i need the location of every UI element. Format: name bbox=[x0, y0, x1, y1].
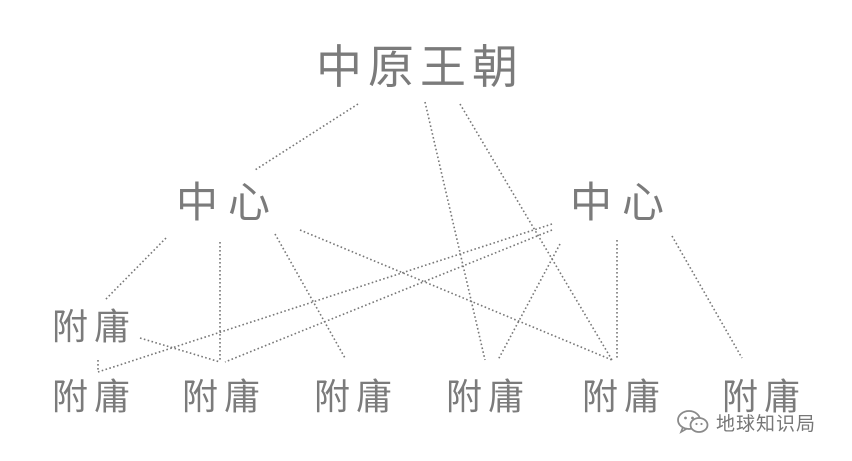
connection-line bbox=[104, 237, 167, 301]
node-top: 中原王朝 bbox=[316, 40, 524, 94]
node-vassal-2: 附庸 bbox=[182, 377, 267, 418]
node-vassal-side: 附庸 bbox=[52, 307, 137, 348]
node-vassal-1: 附庸 bbox=[52, 377, 137, 418]
node-vassal-6: 附庸 bbox=[722, 377, 807, 418]
wechat-icon bbox=[677, 410, 709, 434]
connection-line bbox=[224, 229, 553, 363]
connection-line bbox=[254, 103, 359, 171]
connection-line bbox=[299, 229, 613, 361]
connection-line bbox=[274, 233, 346, 359]
connection-line bbox=[97, 223, 553, 373]
connection-line bbox=[671, 235, 743, 359]
node-center-right: 中心 bbox=[570, 178, 675, 227]
watermark-text: 地球知识局 bbox=[716, 412, 817, 435]
node-vassal-4: 附庸 bbox=[446, 377, 531, 418]
node-center-left: 中心 bbox=[176, 178, 281, 227]
node-vassal-5: 附庸 bbox=[582, 377, 667, 418]
watermark: 地球知识局 bbox=[676, 408, 816, 436]
node-vassal-3: 附庸 bbox=[314, 377, 399, 418]
connection-line bbox=[459, 103, 613, 361]
connection-line bbox=[424, 101, 486, 361]
connection-line bbox=[139, 337, 221, 363]
connection-line bbox=[497, 243, 561, 361]
